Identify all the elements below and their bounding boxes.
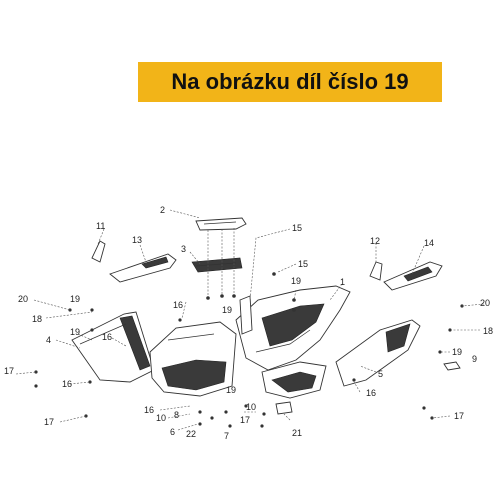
part-2-top-cover — [195, 217, 247, 231]
callout-11: 11 — [96, 221, 105, 231]
callout-20: 20 — [18, 294, 28, 304]
callout-2: 2 — [160, 205, 165, 215]
callout-3: 3 — [181, 244, 186, 254]
callout-18: 18 — [32, 314, 42, 324]
callout-15: 15 — [292, 223, 302, 233]
part-11-left-trim — [91, 240, 106, 263]
callout-17: 17 — [4, 366, 14, 376]
callout-7: 7 — [224, 431, 229, 441]
part-12-right-trim — [369, 261, 383, 281]
lower-floor-piece — [261, 361, 327, 399]
callout-22: 22 — [186, 429, 196, 439]
center-lower-basin — [149, 321, 237, 397]
callout-5: 5 — [378, 369, 383, 379]
callout-10: 10 — [246, 402, 256, 412]
callout-18: 18 — [483, 326, 493, 336]
callout-19: 19 — [70, 327, 80, 337]
callout-19: 19 — [70, 294, 80, 304]
callout-17: 17 — [44, 417, 54, 427]
callout-13: 13 — [132, 235, 142, 245]
callout-16: 16 — [62, 379, 72, 389]
part-5-right-panel — [335, 319, 421, 387]
callout-1: 1 — [340, 277, 345, 287]
callout-21: 21 — [292, 428, 302, 438]
callout-19: 19 — [291, 276, 301, 286]
callout-19: 19 — [452, 347, 462, 357]
part-9-clip — [443, 361, 461, 371]
callout-16: 16 — [102, 332, 112, 342]
callout-19: 19 — [222, 305, 232, 315]
callout-labels: 2 15 11 13 3 15 12 14 1 19 19 20 19 18 1… — [4, 205, 493, 441]
callout-15: 15 — [298, 259, 308, 269]
callout-17: 17 — [240, 415, 250, 425]
callout-10: 10 — [156, 413, 166, 423]
callout-8: 8 — [174, 410, 179, 420]
callout-16: 16 — [144, 405, 154, 415]
part-4-left-panel — [71, 311, 155, 383]
part-21-bracket — [275, 401, 293, 415]
callout-17: 17 — [454, 411, 464, 421]
callout-16: 16 — [366, 388, 376, 398]
callout-14: 14 — [424, 238, 434, 248]
part-number-banner: Na obrázku díl číslo 19 — [138, 62, 442, 102]
callout-9: 9 — [472, 354, 477, 364]
callout-12: 12 — [370, 236, 380, 246]
leader-lines — [15, 209, 485, 431]
part-1-main-body — [235, 285, 351, 371]
callout-16: 16 — [173, 300, 183, 310]
callout-19: 19 — [226, 385, 236, 395]
part-13-left-cover — [109, 253, 177, 283]
part-14-right-cover — [383, 261, 443, 291]
part-3-bracket — [191, 257, 243, 273]
callout-4: 4 — [46, 335, 51, 345]
callout-6: 6 — [170, 427, 175, 437]
callout-20: 20 — [480, 298, 490, 308]
fasteners — [34, 272, 464, 428]
